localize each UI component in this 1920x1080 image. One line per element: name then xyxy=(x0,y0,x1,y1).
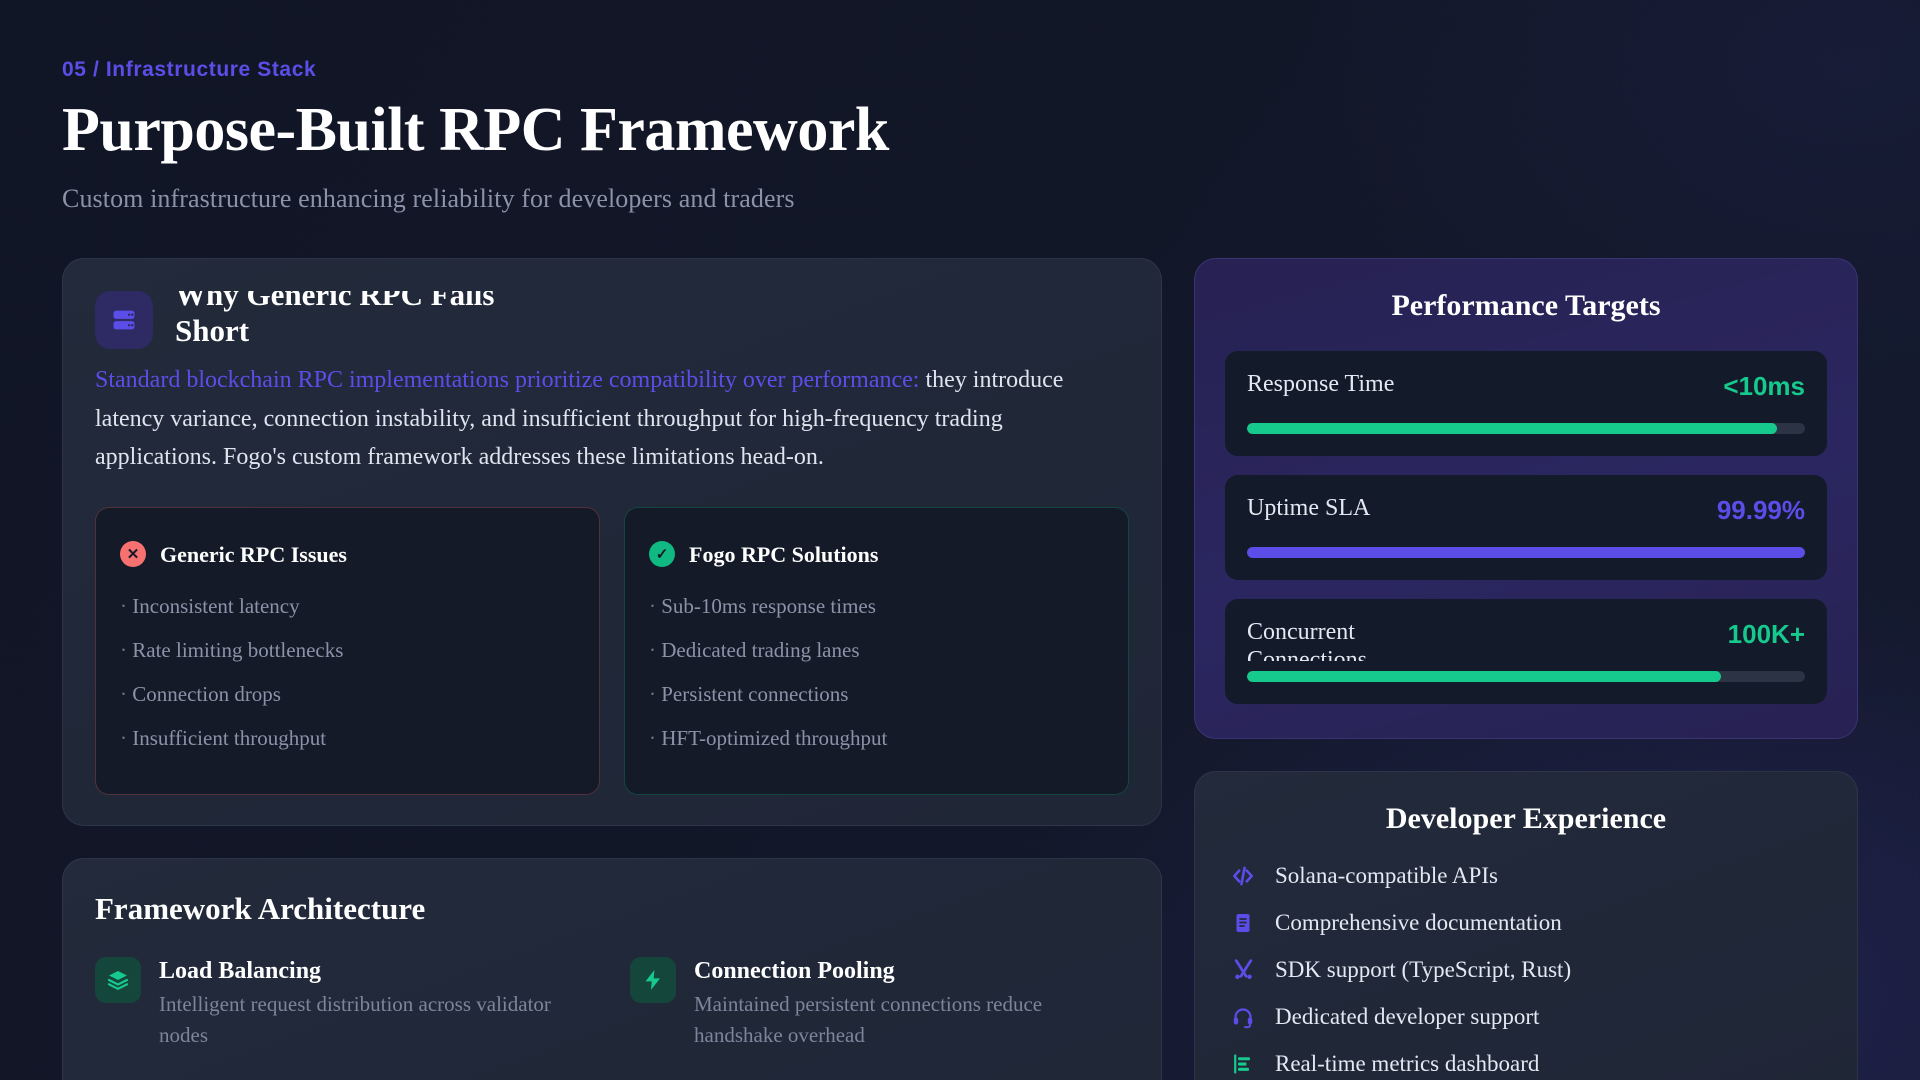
metric-label: Concurrent Connections xyxy=(1247,618,1367,661)
fogo-rpc-header: ✓ Fogo RPC Solutions xyxy=(649,530,1104,578)
comparison-grid: ✕ Generic RPC Issues Inconsistent latenc… xyxy=(95,507,1129,795)
content-grid: Why Generic RPC Falls Short Standard blo… xyxy=(62,257,1858,1080)
page-subtitle: Custom infrastructure enhancing reliabil… xyxy=(62,183,795,213)
dev-item-sdk-support: SDK support (TypeScript, Rust) xyxy=(1229,956,1823,984)
metric-row: Uptime SLA 99.99% xyxy=(1247,495,1805,537)
layers-icon xyxy=(95,956,141,1003)
generic-rpc-title: Generic RPC Issues xyxy=(160,541,347,567)
progress-track xyxy=(1247,546,1805,558)
right-column: Performance Targets Response Time <10ms … xyxy=(1194,257,1858,1080)
metric-label: Response Time xyxy=(1247,370,1395,397)
code-icon xyxy=(1229,862,1257,890)
feature-name: Load Balancing xyxy=(159,957,322,984)
progress-fill xyxy=(1247,546,1805,558)
list-item: Inconsistent latency xyxy=(120,592,575,622)
document-icon xyxy=(1229,909,1257,937)
fogo-rpc-list: Sub-10ms response times Dedicated tradin… xyxy=(649,592,1104,753)
feature-name: Connection Pooling xyxy=(694,957,895,984)
performance-targets-card: Performance Targets Response Time <10ms … xyxy=(1194,257,1858,739)
feature-connection-pooling: Connection Pooling Maintained persistent… xyxy=(630,956,1129,1053)
feature-desc: Intelligent request distribution across … xyxy=(159,992,551,1047)
list-item: Persistent connections xyxy=(649,680,1104,710)
list-item: Insufficient throughput xyxy=(120,724,575,754)
list-item: Connection drops xyxy=(120,680,575,710)
fogo-rpc-solutions-box: ✓ Fogo RPC Solutions Sub-10ms response t… xyxy=(624,507,1129,795)
slide-header: 05 / Infrastructure Stack Purpose-Built … xyxy=(62,58,1858,214)
dev-item-label: Dedicated developer support xyxy=(1275,1003,1540,1029)
list-item: Rate limiting bottlenecks xyxy=(120,636,575,666)
fogo-rpc-title: Fogo RPC Solutions xyxy=(689,541,879,567)
feature-text: Load Balancing Intelligent request distr… xyxy=(159,957,594,1051)
performance-title: Performance Targets xyxy=(1391,288,1661,322)
architecture-feature-grid: Load Balancing Intelligent request distr… xyxy=(95,956,1129,1080)
metric-value: 100K+ xyxy=(1727,618,1805,649)
list-item: Sub-10ms response times xyxy=(649,592,1104,622)
headset-icon xyxy=(1229,1003,1257,1031)
why-card-lead: Standard blockchain RPC implementations … xyxy=(95,366,920,393)
metric-row: Concurrent Connections 100K+ xyxy=(1247,619,1805,661)
why-card-title: Why Generic RPC Falls Short xyxy=(175,290,495,349)
list-item: Dedicated trading lanes xyxy=(649,636,1104,666)
framework-architecture-card: Framework Architecture Load Balancing xyxy=(62,857,1162,1080)
metric-uptime-sla: Uptime SLA 99.99% xyxy=(1225,474,1827,580)
dev-item-metrics-dashboard: Real-time metrics dashboard xyxy=(1229,1050,1823,1078)
progress-track xyxy=(1247,670,1805,682)
metrics-chart-icon xyxy=(1229,1050,1257,1078)
dev-item-label: Solana-compatible APIs xyxy=(1275,862,1498,888)
feature-text: Connection Pooling Maintained persistent… xyxy=(694,957,1129,1051)
why-card-body-text: they introduce latency variance, connect… xyxy=(95,366,1064,471)
dev-item-label: SDK support (TypeScript, Rust) xyxy=(1275,956,1572,982)
why-generic-rpc-card: Why Generic RPC Falls Short Standard blo… xyxy=(62,257,1162,826)
feature-load-balancing: Load Balancing Intelligent request distr… xyxy=(95,956,594,1053)
why-card-header: Why Generic RPC Falls Short xyxy=(95,290,1129,353)
developer-experience-card: Developer Experience Solana-compatible A… xyxy=(1194,770,1858,1080)
check-circle-icon: ✓ xyxy=(649,541,675,568)
metric-concurrent-connections: Concurrent Connections 100K+ xyxy=(1225,598,1827,704)
x-circle-icon: ✕ xyxy=(120,541,146,568)
architecture-title: Framework Architecture xyxy=(95,890,426,926)
progress-track xyxy=(1247,422,1805,434)
server-icon xyxy=(95,290,153,349)
dev-item-label: Comprehensive documentation xyxy=(1275,909,1562,935)
dev-item-label: Real-time metrics dashboard xyxy=(1275,1050,1540,1076)
list-item: HFT-optimized throughput xyxy=(649,724,1104,754)
metric-value: <10ms xyxy=(1723,370,1805,401)
generic-rpc-list: Inconsistent latency Rate limiting bottl… xyxy=(120,592,575,753)
progress-fill xyxy=(1247,670,1722,682)
why-card-paragraph: Standard blockchain RPC implementations … xyxy=(95,361,1129,478)
bolt-icon xyxy=(630,956,676,1003)
metric-label: Uptime SLA xyxy=(1247,494,1371,521)
metric-response-time: Response Time <10ms xyxy=(1225,350,1827,456)
dev-item-documentation: Comprehensive documentation xyxy=(1229,909,1823,937)
feature-desc: Maintained persistent connections reduce… xyxy=(694,992,1043,1047)
generic-rpc-header: ✕ Generic RPC Issues xyxy=(120,530,575,578)
developer-title: Developer Experience xyxy=(1385,801,1667,835)
progress-fill xyxy=(1247,422,1778,434)
tools-icon xyxy=(1229,956,1257,984)
metric-value: 99.99% xyxy=(1716,494,1805,525)
dev-item-solana-apis: Solana-compatible APIs xyxy=(1229,862,1823,890)
dev-item-developer-support: Dedicated developer support xyxy=(1229,1003,1823,1031)
generic-rpc-issues-box: ✕ Generic RPC Issues Inconsistent latenc… xyxy=(95,507,600,795)
section-eyebrow: 05 / Infrastructure Stack xyxy=(62,58,317,81)
left-column: Why Generic RPC Falls Short Standard blo… xyxy=(62,257,1162,1080)
page-title: Purpose-Built RPC Framework xyxy=(62,96,889,164)
metric-row: Response Time <10ms xyxy=(1247,371,1805,413)
